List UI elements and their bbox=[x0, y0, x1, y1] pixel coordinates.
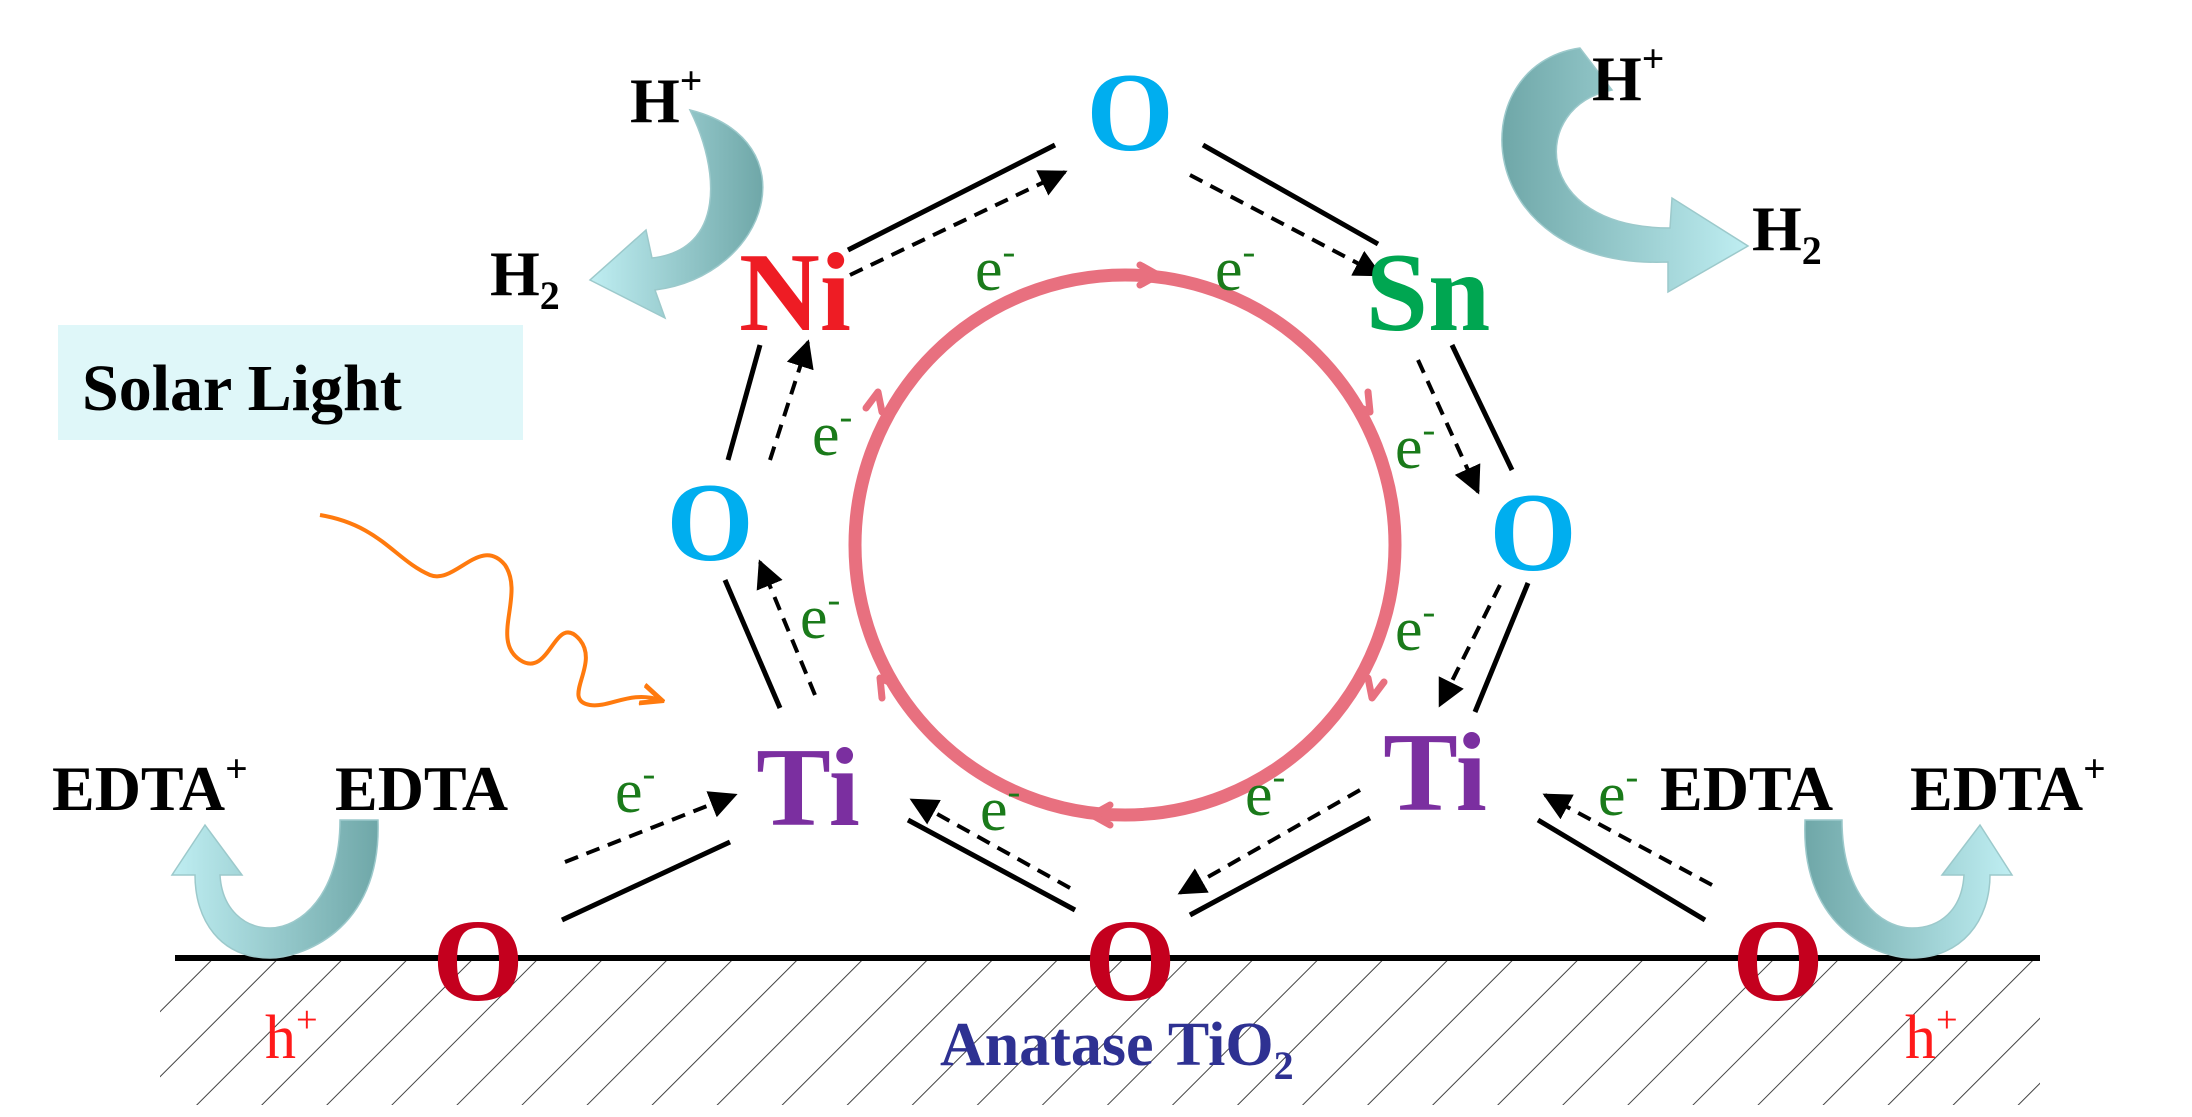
electron-label: e- bbox=[800, 579, 840, 652]
dashed-arrow-o-sn bbox=[1189, 173, 1383, 277]
bond-omid-ti-left bbox=[906, 817, 1077, 913]
electron-label: e- bbox=[980, 771, 1020, 844]
electron-label: e- bbox=[1215, 231, 1255, 304]
dashed-arrow-o-ni bbox=[768, 339, 814, 461]
curved-arrow-h-right bbox=[1501, 47, 1750, 294]
bond-sn-o bbox=[1449, 343, 1515, 472]
atom-sn: Sn bbox=[1366, 231, 1491, 355]
bond-lines bbox=[560, 142, 1707, 923]
substrate-hatching bbox=[160, 960, 2040, 1105]
hydrogen-label-left: H2 bbox=[490, 238, 560, 318]
edta-reduced-label-right: EDTA bbox=[1660, 753, 1833, 824]
curved-arrow-edta-right bbox=[1804, 819, 2014, 959]
edta-oxidized-label-right: EDTA+ bbox=[1910, 747, 2106, 824]
dashed-arrow-edta-ti bbox=[1542, 793, 1713, 887]
atom-o-top: O bbox=[1086, 51, 1173, 175]
dashed-arrow-ni-o bbox=[849, 170, 1068, 277]
hydrogen-label-right: H2 bbox=[1752, 193, 1822, 273]
electron-label: e- bbox=[1395, 591, 1435, 664]
dashed-arrow-sn-o bbox=[1416, 359, 1481, 495]
cycle-ring bbox=[848, 268, 1402, 822]
substrate-label: Anatase TiO2 bbox=[940, 1011, 1294, 1088]
atom-ti-right: Ti bbox=[1383, 711, 1487, 835]
bond-o-ti-left bbox=[722, 579, 783, 709]
cycle-chevron-right-lower bbox=[1364, 674, 1388, 702]
atom-o-surface-right: O bbox=[1732, 895, 1824, 1026]
electron-label: e- bbox=[615, 753, 655, 826]
proton-label-left: H+ bbox=[630, 59, 702, 136]
hole-label-left: h+ bbox=[265, 999, 318, 1072]
edta-oxidation-left: EDTA+ EDTA h+ bbox=[52, 747, 508, 1072]
bond-osurf-ti-right bbox=[1536, 817, 1707, 923]
atom-ti-left: Ti bbox=[756, 726, 860, 850]
cycle-chevron-bottom bbox=[1088, 801, 1114, 829]
cycle-chevron-top bbox=[1136, 261, 1162, 289]
atoms: O Ni Sn O O Ti Ti O O O bbox=[432, 51, 1824, 1026]
electron-cycle bbox=[848, 261, 1402, 829]
hole-label-right: h+ bbox=[1905, 999, 1958, 1072]
hydrogen-evolution-left: H+ H2 bbox=[490, 59, 764, 320]
hydrogen-evolution-right: H+ H2 bbox=[1501, 37, 1822, 294]
atom-o-right: O bbox=[1489, 471, 1576, 595]
bond-omid-ti-right bbox=[1188, 815, 1372, 918]
electron-label: e- bbox=[1245, 756, 1285, 829]
solar-light: Solar Light bbox=[58, 325, 660, 708]
substrate bbox=[160, 955, 2040, 1105]
electron-transfer-arrows bbox=[564, 170, 1713, 895]
solar-light-label: Solar Light bbox=[82, 352, 402, 425]
edta-reduced-label-left: EDTA bbox=[335, 753, 508, 824]
light-wave-icon bbox=[319, 513, 660, 708]
cycle-chevron-right-upper bbox=[1348, 388, 1374, 416]
dashed-arrow-o-ti bbox=[1438, 584, 1502, 708]
dashed-arrow-omid-ti bbox=[909, 798, 1071, 890]
dashed-arrow-osurf-ti bbox=[564, 791, 738, 864]
solar-light-box bbox=[58, 325, 523, 440]
edta-oxidation-right: EDTA EDTA+ h+ bbox=[1660, 747, 2106, 1072]
cycle-chevron-left-upper bbox=[862, 388, 886, 416]
electron-labels: e- e- e- e- e- e- e- e- e- e- bbox=[615, 231, 1638, 844]
curved-arrow-h-left bbox=[588, 108, 764, 320]
atom-o-surface-left: O bbox=[432, 895, 524, 1026]
bond-osurf-ti-left bbox=[560, 839, 732, 923]
electron-label: e- bbox=[1598, 756, 1638, 829]
electron-label: e- bbox=[1395, 409, 1435, 482]
dashed-arrow-ti-o bbox=[756, 559, 817, 696]
atom-o-surface-middle: O bbox=[1084, 895, 1176, 1026]
bond-o-sn bbox=[1201, 142, 1380, 247]
proton-label-right: H+ bbox=[1592, 37, 1664, 114]
atom-ni: Ni bbox=[739, 231, 851, 355]
electron-label: e- bbox=[812, 396, 852, 469]
edta-oxidized-label-left: EDTA+ bbox=[52, 747, 248, 824]
cycle-chevron-left-lower bbox=[876, 674, 902, 702]
bond-o-ni bbox=[846, 142, 1057, 253]
atom-o-left: O bbox=[666, 461, 753, 585]
electron-label: e- bbox=[975, 231, 1015, 304]
bond-ni-o bbox=[725, 344, 763, 461]
curved-arrow-edta-left bbox=[170, 819, 379, 959]
dashed-arrow-ti-omid bbox=[1177, 788, 1361, 895]
bond-o-ti-right bbox=[1472, 582, 1531, 713]
